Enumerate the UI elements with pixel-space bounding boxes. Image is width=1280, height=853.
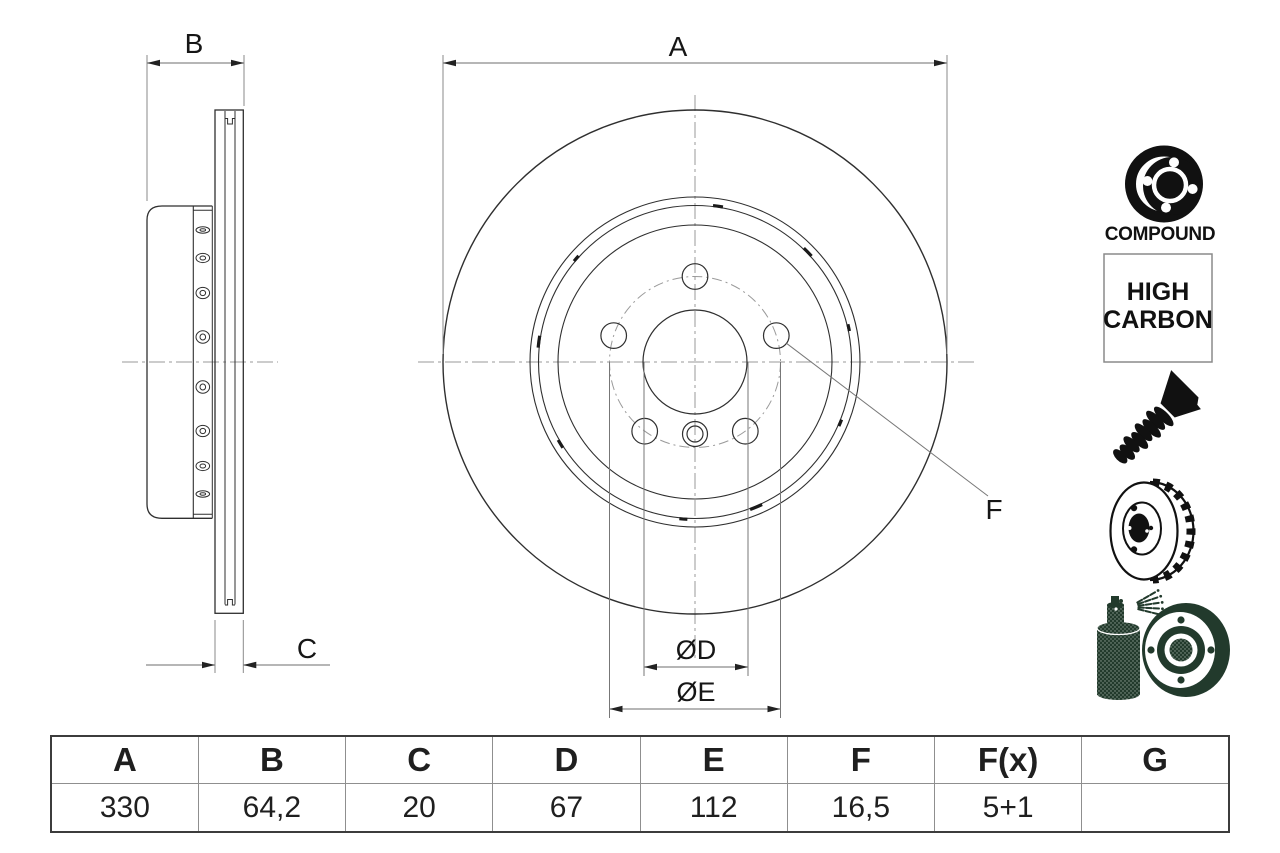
countersunk-screw-icon xyxy=(1113,370,1210,464)
high-carbon-line2: CARBON xyxy=(1103,306,1213,334)
table-value-cell xyxy=(1081,783,1230,833)
coated-disc-spray-icon xyxy=(1096,589,1230,700)
table-value-cell: 20 xyxy=(344,783,494,833)
vented-brake-disc-icon xyxy=(1109,478,1196,584)
spray-can xyxy=(1096,596,1141,700)
dim-label-c: C xyxy=(297,633,317,664)
table-header-cell: A xyxy=(50,735,199,784)
table-value-cell: 67 xyxy=(492,783,641,833)
brake-disc-drawing: A B C ØD ØE F xyxy=(122,28,1230,718)
high-carbon-badge: HIGH CARBON xyxy=(1103,253,1213,363)
spray-fan xyxy=(1136,589,1164,617)
arrowhead xyxy=(243,661,257,669)
arrowhead xyxy=(231,59,244,67)
rivet-pins xyxy=(195,226,211,498)
table-value-cell: 330 xyxy=(50,783,199,833)
vent-channel xyxy=(224,111,236,606)
arrowhead xyxy=(644,663,657,671)
high-carbon-line1: HIGH xyxy=(1127,278,1190,306)
bolt-hole xyxy=(631,417,659,445)
table-header-cell: B xyxy=(197,735,347,784)
table-header-cell: F xyxy=(786,735,936,784)
dim-label-f: F xyxy=(985,494,1002,525)
arrowhead xyxy=(609,705,623,713)
dimension-spec-table: A B C D E F F(x) G 330 64,2 20 67 112 16… xyxy=(50,735,1230,833)
arrowhead xyxy=(147,59,160,67)
dimension-e: ØE xyxy=(609,362,781,718)
dim-label-e: ØE xyxy=(676,677,715,707)
arrowhead xyxy=(934,59,947,67)
table-value-cell: 16,5 xyxy=(786,783,936,833)
centerlines xyxy=(122,95,978,662)
bolt-hole xyxy=(731,417,759,445)
table-header-cell: G xyxy=(1081,735,1230,784)
compound-label: COMPOUND xyxy=(1105,224,1216,245)
dimension-f: F xyxy=(786,342,1003,525)
bolt-hole xyxy=(681,263,709,290)
arrowhead xyxy=(735,663,748,671)
arrowhead xyxy=(443,59,456,67)
table-value-cell: 112 xyxy=(639,783,788,833)
hat-outline xyxy=(146,205,213,519)
table-value-cell: 64,2 xyxy=(197,783,347,833)
dimension-a: A xyxy=(442,31,948,354)
table-header-cell: C xyxy=(344,735,494,784)
friction-band-inner xyxy=(537,204,853,520)
leader-line xyxy=(786,342,989,497)
bolt-hole xyxy=(600,322,628,350)
hat-edge-circle xyxy=(557,224,833,500)
table-header-row: A B C D E F F(x) G xyxy=(50,735,1230,784)
compound-two-piece-disc-icon xyxy=(1125,145,1203,223)
set-screw-hole xyxy=(681,420,709,448)
dimension-c: C xyxy=(146,620,330,673)
dim-label-d: ØD xyxy=(676,635,717,665)
bolt-hole xyxy=(762,322,790,350)
friction-band-outer xyxy=(529,196,861,528)
table-header-cell: E xyxy=(639,735,788,784)
disc-outer-edge xyxy=(442,109,948,615)
arrowhead xyxy=(767,705,781,713)
table-value-row: 330 64,2 20 67 112 16,5 5+1 xyxy=(50,783,1230,833)
center-bore xyxy=(642,309,748,415)
side-view-cross-section xyxy=(146,109,244,614)
front-view xyxy=(442,109,948,615)
dimension-d: ØD xyxy=(643,362,749,676)
dim-label-a: A xyxy=(669,31,688,62)
dimension-b: B xyxy=(146,28,245,201)
table-header-cell: F(x) xyxy=(933,735,1083,784)
table-value-cell: 5+1 xyxy=(933,783,1083,833)
arrowhead xyxy=(202,661,215,669)
table-header-cell: D xyxy=(492,735,641,784)
bolt-holes xyxy=(600,263,790,445)
dim-label-b: B xyxy=(185,28,204,59)
friction-ring-outline xyxy=(214,109,244,614)
